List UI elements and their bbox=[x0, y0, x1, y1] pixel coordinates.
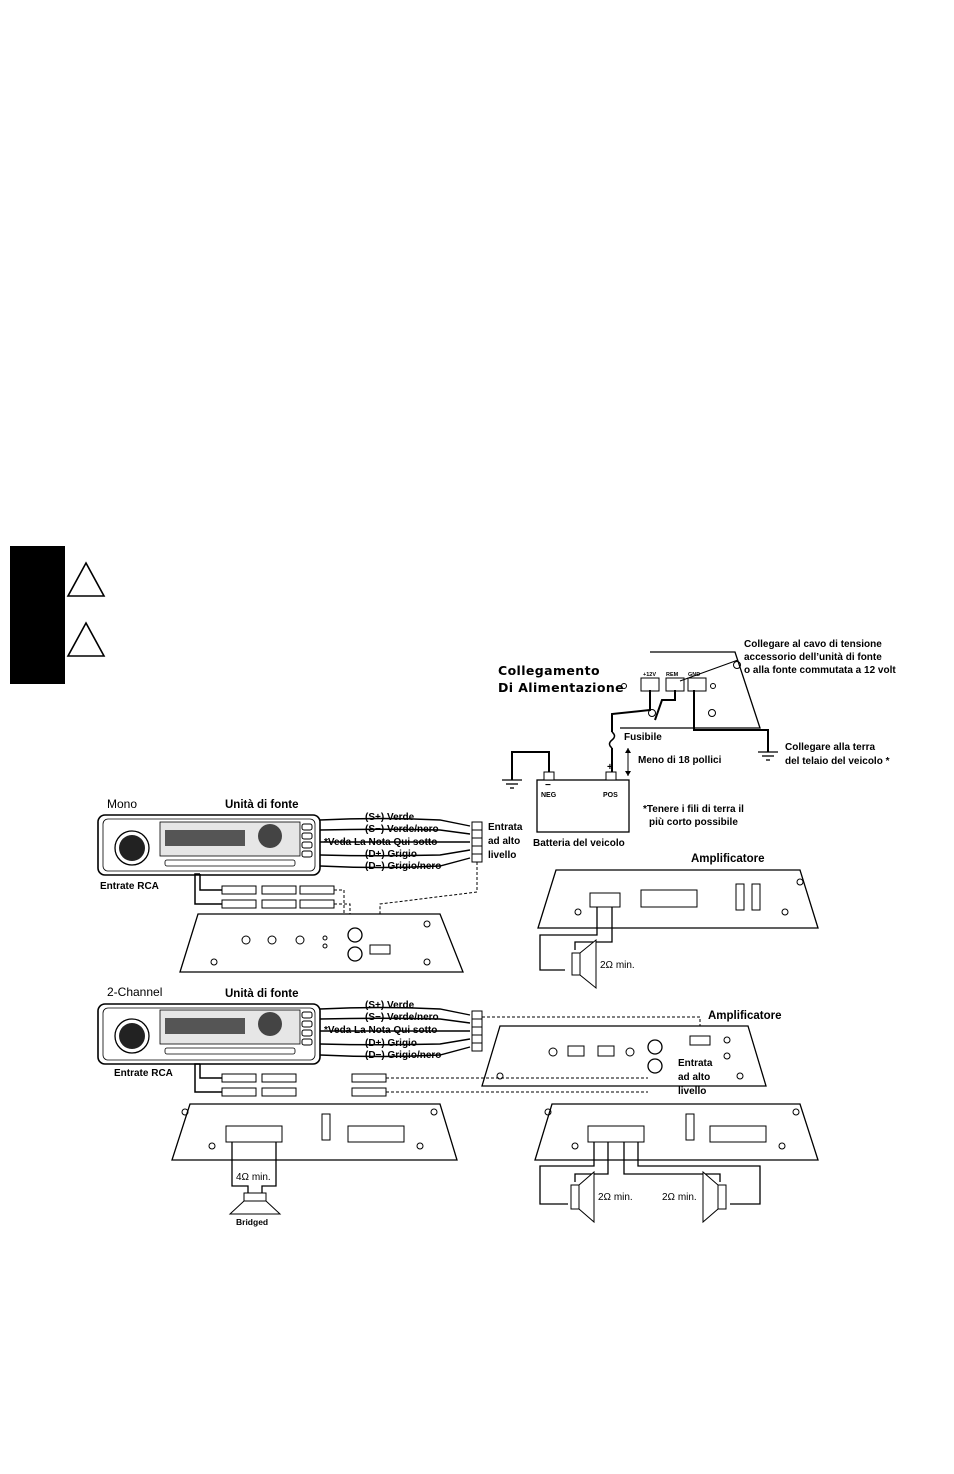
ground-note-line1: Collegare alla terra bbox=[785, 742, 875, 753]
mono-rca-label: Entrate RCA bbox=[100, 881, 159, 892]
battery-neg-sign: − bbox=[545, 780, 551, 791]
battery-label: Batteria del veicolo bbox=[533, 838, 625, 849]
mono-wire-note: *Veda La Nota Qui sotto bbox=[324, 837, 437, 848]
two-channel-section-label: 2-Channel bbox=[107, 985, 162, 999]
two-channel-head-unit bbox=[97, 1003, 321, 1065]
distance-label: Meno di 18 pollici bbox=[638, 755, 722, 766]
mono-high-input-line2: ad alto bbox=[488, 836, 520, 847]
mono-harness-wires bbox=[319, 817, 471, 869]
stereo-speaker-wires bbox=[539, 1142, 761, 1205]
chassis-ground-wire bbox=[693, 690, 769, 752]
mono-amp-label: Amplificatore bbox=[691, 853, 765, 865]
remote-leader-line bbox=[679, 659, 739, 682]
mono-speaker-icon bbox=[571, 938, 597, 990]
bridged-amplifier bbox=[171, 1103, 458, 1161]
two-channel-high-input-line2: ad alto bbox=[678, 1072, 710, 1083]
battery-ground-icon bbox=[502, 779, 522, 789]
two-channel-wire-s-plus: (S+) Verde bbox=[365, 1000, 415, 1011]
mono-high-input-line1: Entrata bbox=[488, 822, 523, 833]
mono-wire-s-minus: (S−) Verde/nero bbox=[365, 824, 439, 835]
mono-high-input-line3: livello bbox=[488, 850, 516, 861]
mono-section: Mono Unità di fonte (S+) Verde (S−) Verd… bbox=[97, 797, 819, 990]
mono-source-unit-label: Unità di fonte bbox=[225, 799, 298, 811]
terminal-rem-label: REM bbox=[666, 672, 679, 678]
language-tab-marker bbox=[10, 546, 65, 684]
bridged-impedance: 4Ω min. bbox=[236, 1172, 271, 1183]
chassis-ground-icon bbox=[758, 751, 778, 761]
two-channel-rca-cables bbox=[194, 1063, 648, 1097]
stereo-left-speaker-icon bbox=[570, 1170, 595, 1224]
bridged-speaker-icon bbox=[228, 1192, 282, 1215]
two-channel-high-input-line3: livello bbox=[678, 1086, 706, 1097]
mono-wire-d-minus: (D−) Grigio/nero bbox=[365, 861, 441, 872]
two-channel-amp-input-panel bbox=[481, 1025, 767, 1087]
power-amp-chassis bbox=[620, 651, 761, 729]
fuse-label: Fusibile bbox=[624, 732, 662, 743]
two-channel-harness-wires bbox=[319, 1006, 471, 1058]
power-connection-section: Collegamento Di Alimentazione +12V REM G… bbox=[498, 639, 896, 849]
two-channel-wire-d-minus: (D−) Grigio/nero bbox=[365, 1050, 441, 1061]
two-channel-rca-label: Entrate RCA bbox=[114, 1068, 173, 1079]
mono-section-label: Mono bbox=[107, 797, 137, 811]
power-wire bbox=[611, 690, 651, 732]
warning-triangle-icon bbox=[66, 561, 106, 597]
ground-wire-note-line2: più corto possibile bbox=[649, 817, 738, 828]
mono-head-unit bbox=[97, 814, 321, 876]
terminal-gnd-label: GND bbox=[688, 672, 700, 678]
mono-high-input-dashed-link bbox=[379, 862, 478, 945]
bridged-label: Bridged bbox=[236, 1217, 268, 1227]
fuse-icon bbox=[608, 731, 616, 749]
stereo-left-impedance: 2Ω min. bbox=[598, 1192, 633, 1203]
stereo-right-speaker-icon bbox=[702, 1170, 727, 1224]
remote-note-line3: o alla fonte commutata a 12 volt bbox=[744, 665, 896, 676]
two-channel-high-input-line1: Entrata bbox=[678, 1058, 713, 1069]
vehicle-battery bbox=[536, 771, 630, 833]
mono-impedance: 2Ω min. bbox=[600, 960, 635, 971]
power-title-line1: Collegamento bbox=[498, 663, 600, 678]
battery-pos-label: POS bbox=[603, 792, 618, 799]
distance-arrow-icon bbox=[625, 748, 631, 776]
two-channel-wire-d-plus: (D+) Grigio bbox=[365, 1038, 417, 1049]
battery-pos-sign: + bbox=[607, 762, 613, 773]
two-channel-wire-note: *Veda La Nota Qui sotto bbox=[324, 1025, 437, 1036]
ground-wire-note-line1: *Tenere i fili di terra il bbox=[643, 804, 744, 815]
stereo-right-impedance: 2Ω min. bbox=[662, 1192, 697, 1203]
two-channel-section: 2-Channel Unità di fonte (S+) Verde (S−)… bbox=[97, 985, 819, 1227]
battery-neg-label: NEG bbox=[541, 792, 557, 799]
mono-amplifier bbox=[537, 869, 819, 929]
two-channel-wire-s-minus: (S−) Verde/nero bbox=[365, 1012, 439, 1023]
warning-triangle-icon bbox=[66, 621, 106, 657]
mono-rca-cables bbox=[194, 873, 351, 950]
mono-amp-input-panel bbox=[179, 913, 464, 973]
stereo-amplifier bbox=[534, 1103, 819, 1161]
remote-wire bbox=[654, 690, 676, 721]
two-channel-amp-label: Amplificatore bbox=[708, 1010, 782, 1022]
ground-note-line2: del telaio del veicolo * bbox=[785, 756, 890, 767]
power-title-line2: Di Alimentazione bbox=[498, 680, 624, 695]
battery-ground-wire bbox=[511, 751, 550, 780]
remote-note-line2: accessorio dell’unità di fonte bbox=[744, 652, 882, 663]
two-channel-harness-plug bbox=[471, 1010, 483, 1052]
two-channel-source-unit-label: Unità di fonte bbox=[225, 988, 298, 1000]
mono-wire-s-plus: (S+) Verde bbox=[365, 812, 415, 823]
terminal-12v-label: +12V bbox=[643, 672, 656, 678]
bridged-speaker-wires bbox=[231, 1142, 277, 1193]
mono-harness-plug bbox=[471, 821, 483, 863]
mono-wire-d-plus: (D+) Grigio bbox=[365, 849, 417, 860]
remote-note-line1: Collegare al cavo di tensione bbox=[744, 639, 882, 650]
